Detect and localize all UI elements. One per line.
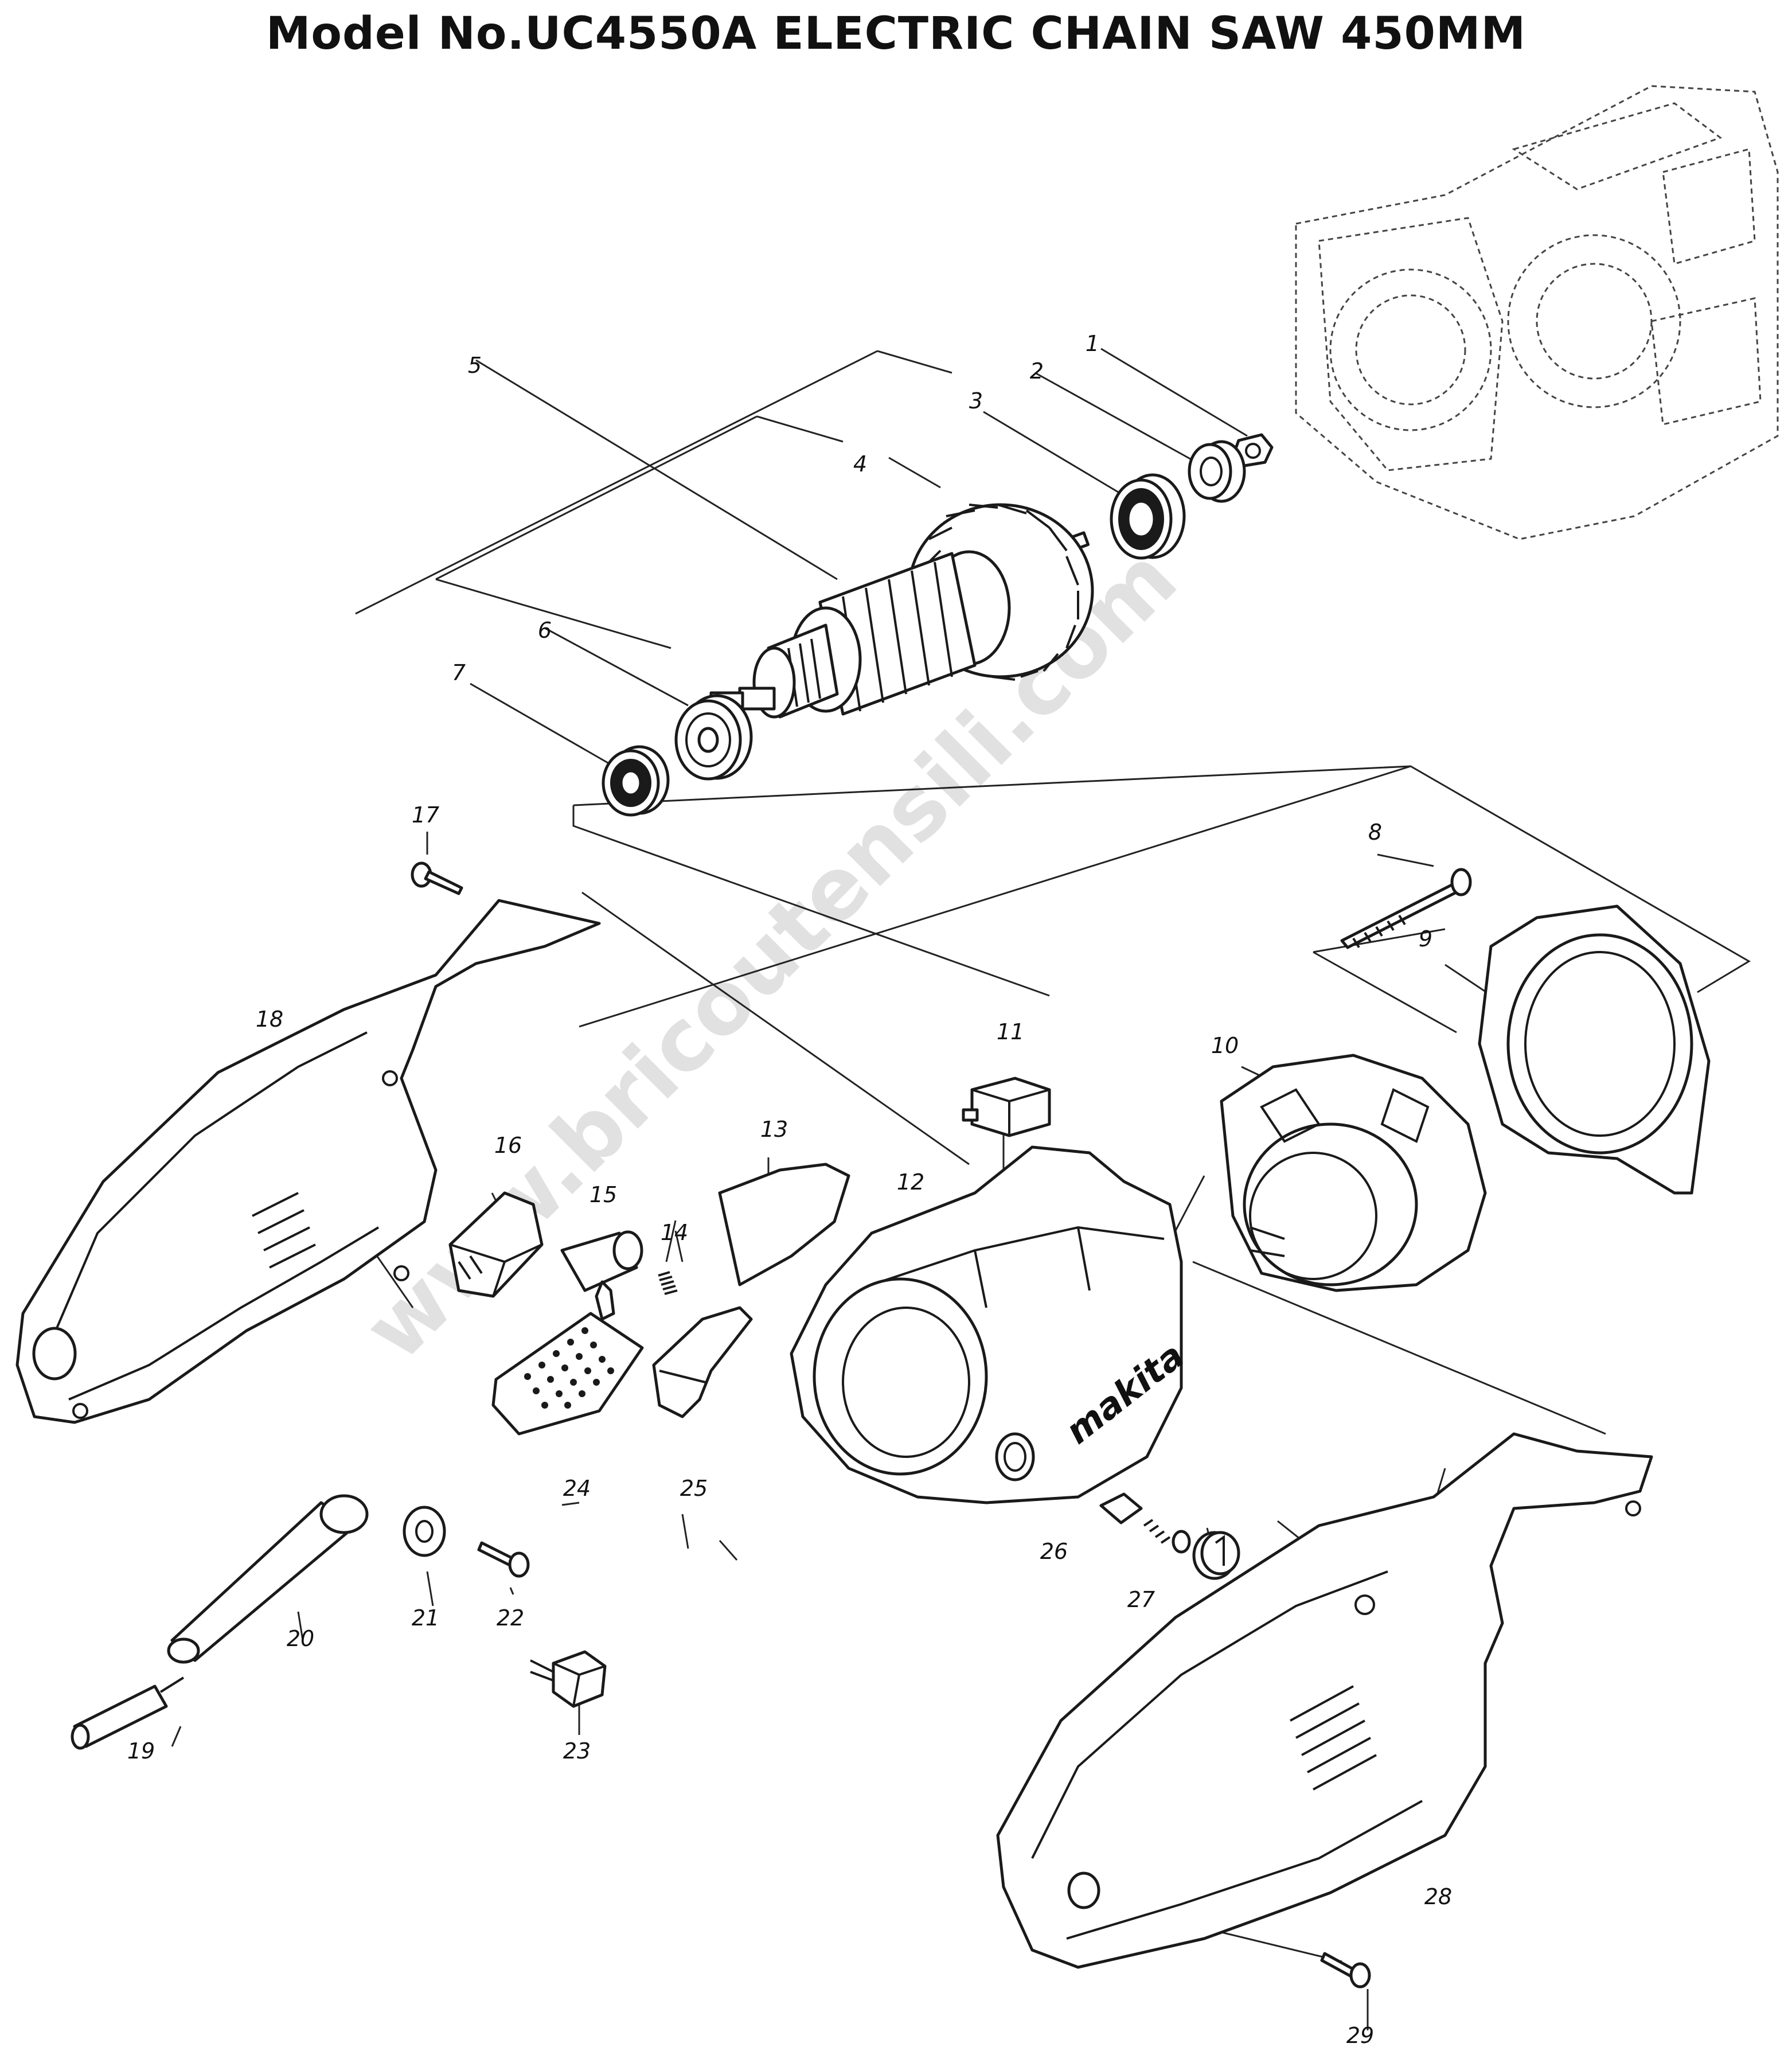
part-14-spring bbox=[658, 1271, 678, 1295]
label-part-25: 25 bbox=[680, 1476, 708, 1501]
part-9-fan-baffle bbox=[1478, 904, 1711, 1195]
part-28-handle-right bbox=[996, 1432, 1653, 1969]
part-10-field-stator bbox=[1220, 1054, 1487, 1292]
part-6-bearing bbox=[674, 694, 753, 781]
label-part-13: 13 bbox=[760, 1117, 788, 1142]
part-25-trigger bbox=[652, 1306, 753, 1418]
part-number-labels: 1 2 3 4 5 6 7 8 9 10 11 12 13 14 15 16 1… bbox=[127, 331, 1452, 2048]
label-part-10: 10 bbox=[1211, 1033, 1239, 1058]
part-7-ball-bearing bbox=[602, 745, 670, 817]
label-part-27: 27 bbox=[1127, 1587, 1155, 1612]
part-11-micro-switch bbox=[962, 1077, 1051, 1137]
label-part-28: 28 bbox=[1424, 1884, 1452, 1909]
part-23-noise-suppressor bbox=[530, 1650, 607, 1708]
label-part-21: 21 bbox=[412, 1605, 439, 1631]
ghost-gear-housing bbox=[1295, 85, 1779, 540]
label-part-29: 29 bbox=[1346, 2023, 1374, 2048]
part-19-cord bbox=[71, 1676, 185, 1750]
part-15-lock-off-lever bbox=[560, 1230, 643, 1321]
label-part-14: 14 bbox=[661, 1220, 688, 1245]
part-16-switch-block bbox=[448, 1191, 544, 1298]
label-part-11: 11 bbox=[997, 1019, 1024, 1044]
part-24-vent-cover bbox=[491, 1312, 644, 1436]
label-part-3: 3 bbox=[969, 388, 983, 414]
label-part-26: 26 bbox=[1040, 1539, 1068, 1564]
part-21-cord-clamp bbox=[403, 1506, 446, 1557]
part-3-ball-bearing bbox=[1110, 473, 1186, 560]
part-20-cord-guard bbox=[167, 1494, 369, 1664]
label-part-12: 12 bbox=[897, 1169, 924, 1195]
label-part-1: 1 bbox=[1086, 331, 1099, 356]
part-4-armature bbox=[709, 503, 1094, 719]
part-12-motor-housing: makita bbox=[790, 1145, 1192, 1504]
bracket-lines bbox=[355, 350, 1751, 1034]
label-part-15: 15 bbox=[589, 1182, 617, 1207]
vent-holes bbox=[524, 1327, 614, 1409]
part-13-label-plate bbox=[718, 1163, 850, 1286]
part-8-long-screw bbox=[1340, 868, 1472, 949]
part-22-screw bbox=[477, 1541, 530, 1578]
label-part-4: 4 bbox=[853, 451, 867, 477]
part-29-screw bbox=[1320, 1952, 1371, 1988]
label-part-19: 19 bbox=[127, 1738, 155, 1764]
diagram-title: Model No.UC4550A ELECTRIC CHAIN SAW 450M… bbox=[266, 8, 1526, 60]
label-part-20: 20 bbox=[287, 1626, 314, 1651]
part-2-collar bbox=[1188, 440, 1246, 503]
label-part-9: 9 bbox=[1419, 926, 1432, 952]
part-27-brush-cap bbox=[1192, 1531, 1240, 1580]
label-part-5: 5 bbox=[468, 353, 482, 378]
label-part-22: 22 bbox=[497, 1605, 524, 1631]
label-part-23: 23 bbox=[563, 1738, 591, 1764]
part-18-handle-left bbox=[15, 899, 601, 1424]
label-part-18: 18 bbox=[256, 1007, 283, 1032]
label-part-16: 16 bbox=[494, 1133, 522, 1158]
label-part-7: 7 bbox=[452, 660, 466, 685]
label-part-17: 17 bbox=[412, 802, 439, 828]
part-26-carbon-brush bbox=[1099, 1492, 1191, 1554]
label-part-8: 8 bbox=[1368, 820, 1382, 845]
label-part-24: 24 bbox=[563, 1476, 591, 1501]
label-part-6: 6 bbox=[538, 618, 552, 643]
part-17-screw bbox=[411, 861, 463, 895]
label-part-2: 2 bbox=[1030, 358, 1044, 384]
